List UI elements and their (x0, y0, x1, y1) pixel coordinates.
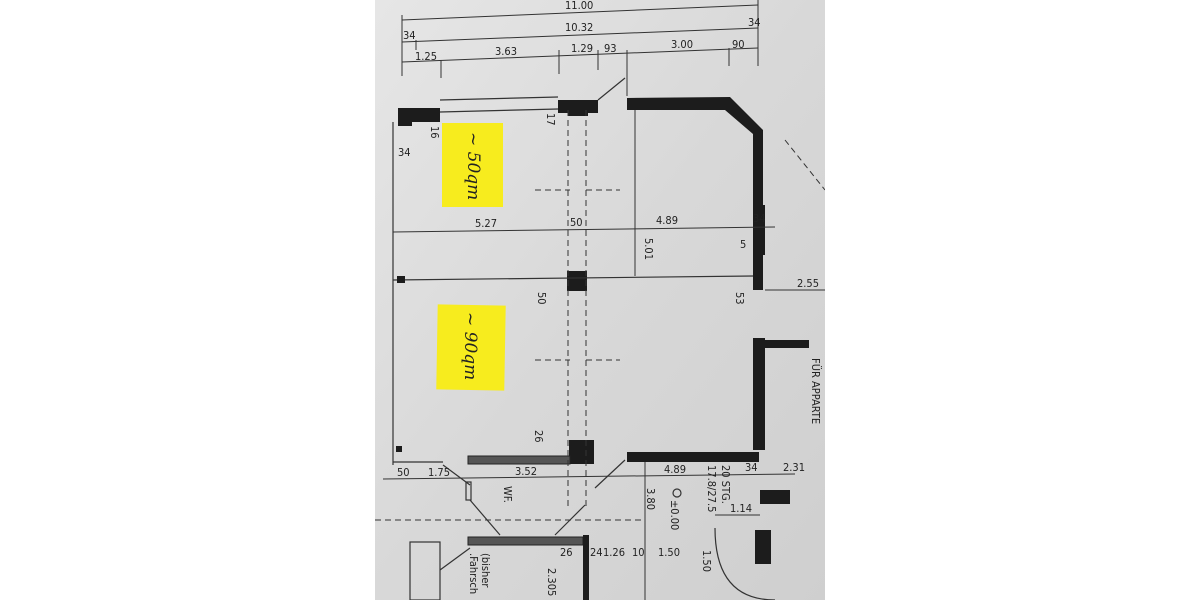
dim-231: 2.31 (783, 461, 805, 474)
dim-right-wall: 34 (753, 212, 766, 225)
floor-plan-drawing: 11.00 10.32 34 34 1.25 3.63 1.29 93 3.00… (375, 0, 826, 601)
dim-stairs: 20 STG. (719, 465, 732, 504)
dim-24: 24 (590, 546, 603, 559)
dim-150-vertical: 1.50 (700, 550, 713, 572)
dim-seg1: 1.25 (415, 50, 437, 63)
grid-lines (375, 110, 826, 521)
bottom-dimensions: 50 1.75 3.52 4.89 20 STG. 17.8/27.5 34 2… (382, 459, 805, 601)
dim-right-room-width: 4.89 (656, 214, 678, 227)
dim-126: 1.26 (603, 546, 625, 559)
dim-right-wall: 34 (748, 16, 761, 29)
dim-seg2: 3.63 (495, 45, 517, 58)
floor-plan-photo: 11.00 10.32 34 34 1.25 3.63 1.29 93 3.00… (375, 0, 826, 601)
sticky-note-upper-text: ~ 50qm (463, 132, 483, 200)
sticky-note-lower-text: ~ 90qm (460, 312, 480, 380)
dim-top-16: 16 (428, 126, 441, 139)
level-000: ±0.00 (668, 500, 681, 530)
dim-left-wall: 34 (403, 29, 416, 42)
label-fahrschule: .Fahrsch (467, 553, 480, 594)
dim-50: 50 (397, 466, 410, 479)
label-bisher: (bisher (479, 553, 492, 588)
dim-114: 1.14 (730, 502, 752, 515)
sticky-note-upper: ~ 50qm (442, 123, 503, 207)
dim-489: 4.89 (664, 463, 686, 476)
dim-352: 3.52 (515, 465, 537, 478)
dim-2305: 2.305 (545, 568, 558, 596)
dim-seg6: 90 (732, 38, 745, 51)
dim-outer-255: 2.55 (797, 277, 819, 290)
label-fur-apparte: FÜR APPARTE (809, 358, 822, 424)
dim-lower-26: 26 (532, 430, 545, 443)
middle-dimensions: 5.27 50 4.89 34 5.01 5 50 53 2.55 34 16 … (392, 110, 825, 443)
walls (392, 77, 809, 600)
dim-wall-53: 53 (733, 292, 746, 305)
dim-150: 1.50 (658, 546, 680, 559)
dim-left-room-width: 5.27 (475, 217, 497, 230)
dim-34: 34 (745, 461, 758, 474)
dim-seg3: 1.29 (571, 42, 593, 55)
label-wf: WF. (501, 486, 514, 503)
paper-background (375, 0, 825, 600)
dim-175: 1.75 (428, 466, 450, 479)
dim-stairs-ratio: 17.8/27.5 (705, 465, 718, 512)
top-dimensions: 11.00 10.32 34 34 1.25 3.63 1.29 93 3.00… (401, 0, 761, 96)
sticky-note-lower: ~ 90qm (436, 304, 506, 391)
dim-wall-50: 50 (535, 292, 548, 305)
dim-10: 10 (632, 546, 645, 559)
dim-room-depth: 5.01 (642, 238, 655, 260)
dim-380: 3.80 (644, 488, 657, 510)
dim-seg4: 93 (604, 42, 617, 55)
room-labels: WF. FÜR APPARTE (bisher .Fahrsch (467, 358, 822, 594)
dim-26: 26 (560, 546, 573, 559)
dim-top-17: 17 (544, 113, 557, 126)
dim-seg5: 3.00 (671, 38, 693, 51)
dim-overall: 11.00 (565, 0, 593, 12)
dim-small-5: 5 (740, 238, 746, 251)
dim-left-34: 34 (398, 146, 411, 159)
dim-pillar: 50 (570, 216, 583, 229)
dim-inner: 10.32 (565, 21, 593, 34)
level-marker-icon (672, 488, 682, 498)
